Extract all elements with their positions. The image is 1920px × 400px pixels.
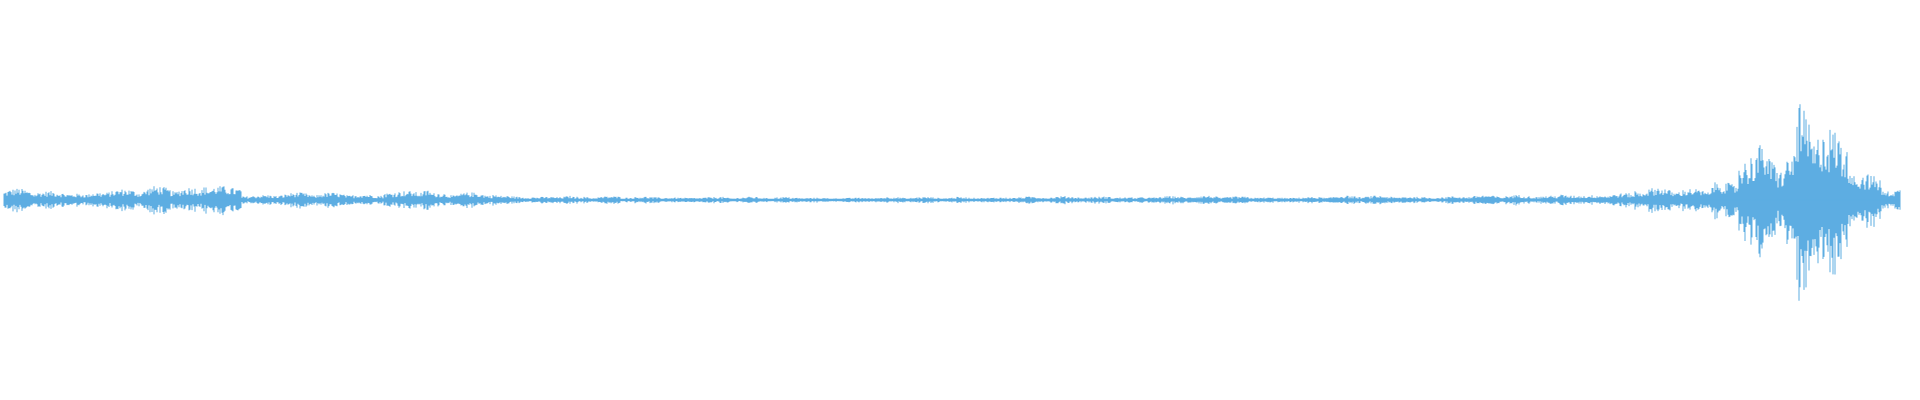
waveform-path-group	[3, 104, 1901, 301]
